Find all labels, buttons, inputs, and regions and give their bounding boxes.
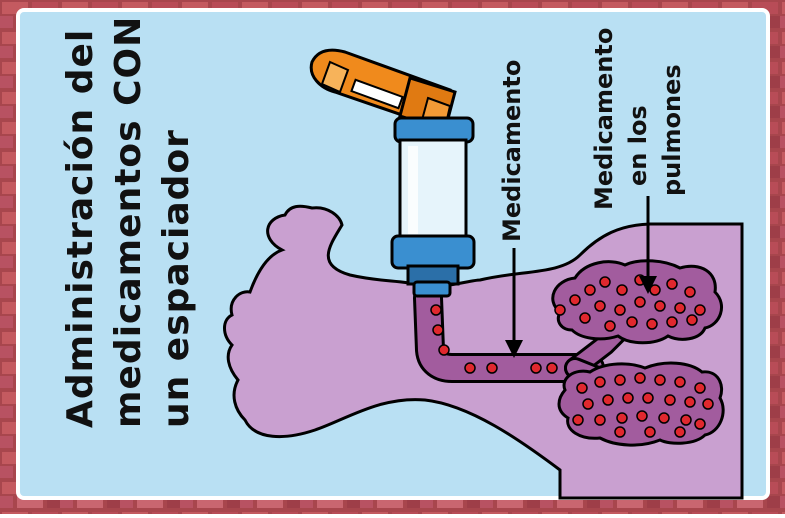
medicine-particle bbox=[433, 325, 443, 335]
medicine-particle bbox=[667, 317, 677, 327]
medicine-particle bbox=[675, 377, 685, 387]
medicine-particle bbox=[623, 393, 633, 403]
medicine-particle bbox=[531, 363, 541, 373]
medicine-particle bbox=[635, 297, 645, 307]
medicine-particle bbox=[627, 317, 637, 327]
medicine-particle bbox=[685, 397, 695, 407]
medicine-particle bbox=[655, 301, 665, 311]
medicine-particle bbox=[600, 277, 610, 287]
medicine-particle bbox=[617, 413, 627, 423]
medicine-particle bbox=[585, 285, 595, 295]
spacer bbox=[392, 118, 474, 296]
medicine-particle bbox=[615, 427, 625, 437]
medicine-particle bbox=[695, 383, 705, 393]
medicine-particle bbox=[695, 419, 705, 429]
medicine-particle bbox=[487, 363, 497, 373]
medicine-particle bbox=[580, 313, 590, 323]
medicine-particle bbox=[547, 363, 557, 373]
label-lungs-line-2: en los bbox=[624, 105, 652, 186]
title-line-1: Administración del bbox=[60, 29, 101, 428]
medicine-particle bbox=[577, 383, 587, 393]
medicine-particle bbox=[643, 393, 653, 403]
medicine-particle bbox=[659, 413, 669, 423]
medicine-particle bbox=[595, 377, 605, 387]
medicine-particle bbox=[605, 321, 615, 331]
medicine-particle bbox=[583, 399, 593, 409]
title-line-3: un espaciador bbox=[156, 129, 197, 428]
medicine-particle bbox=[635, 373, 645, 383]
medicine-particle bbox=[439, 345, 449, 355]
medicine-particle bbox=[617, 285, 627, 295]
medicine-particle bbox=[465, 363, 475, 373]
medicine-particle bbox=[703, 399, 713, 409]
medicine-particle bbox=[681, 415, 691, 425]
medicine-particle bbox=[647, 319, 657, 329]
label-lungs-line-3: pulmones bbox=[658, 64, 686, 196]
medicine-particle bbox=[570, 295, 580, 305]
medicine-particle bbox=[595, 301, 605, 311]
medicine-particle bbox=[555, 305, 565, 315]
medicine-particle bbox=[573, 415, 583, 425]
title-line-2: medicamentos CON bbox=[108, 16, 149, 428]
medicine-particle bbox=[685, 287, 695, 297]
medicine-particle bbox=[687, 315, 697, 325]
medicine-particle bbox=[695, 305, 705, 315]
label-lungs-line-1: Medicamento bbox=[590, 28, 618, 210]
medicine-particle bbox=[615, 375, 625, 385]
medicine-particle bbox=[667, 279, 677, 289]
medicine-particle bbox=[675, 303, 685, 313]
medicine-particle bbox=[637, 411, 647, 421]
label-medicamento: Medicamento bbox=[498, 60, 526, 242]
medicine-particle bbox=[615, 305, 625, 315]
medicine-particle bbox=[595, 415, 605, 425]
medicine-particle bbox=[665, 395, 675, 405]
medicine-particle bbox=[431, 305, 441, 315]
medicine-particle bbox=[655, 375, 665, 385]
medicine-particle bbox=[645, 427, 655, 437]
medicine-particle bbox=[603, 395, 613, 405]
medicine-particle bbox=[675, 427, 685, 437]
